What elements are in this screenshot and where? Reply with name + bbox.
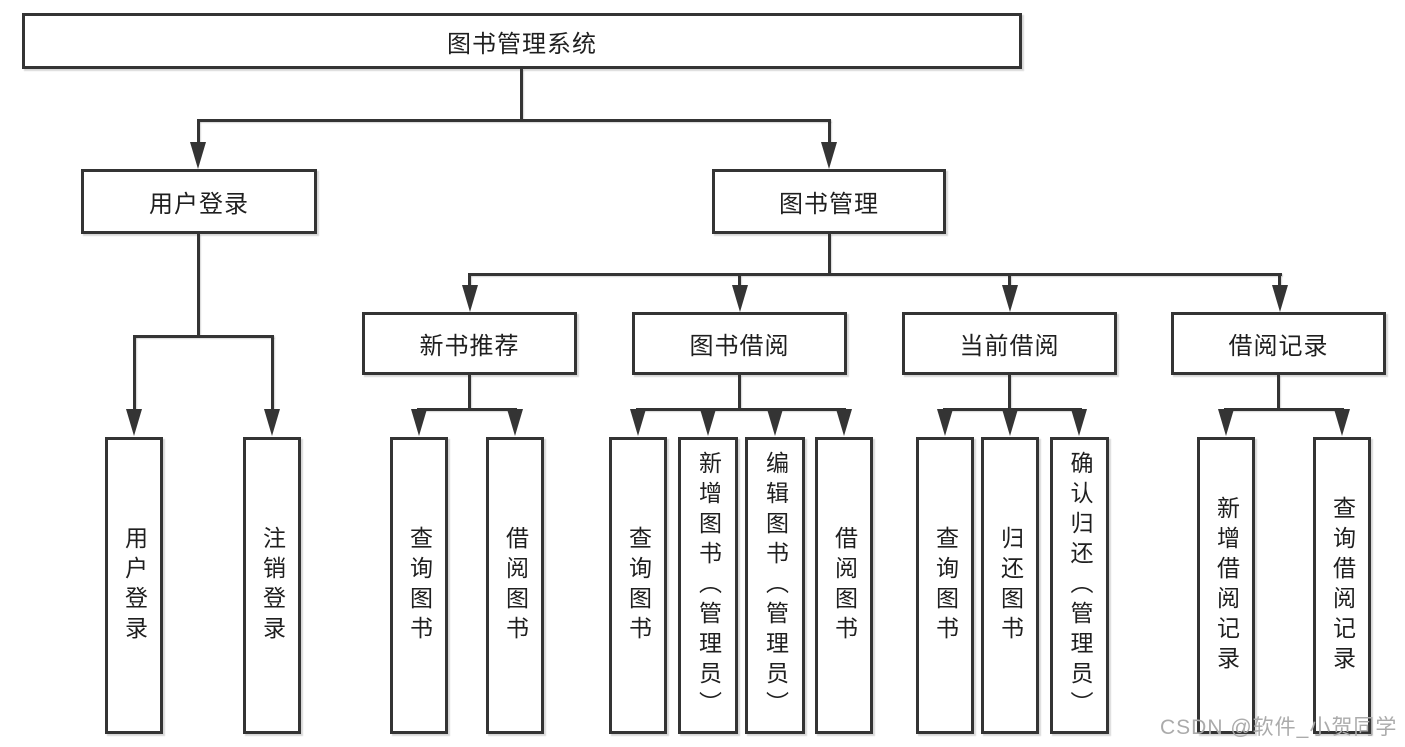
leaf-label: 新增图书（管理员） [695,450,722,721]
leaf-node-edit-book-admin: 编辑图书（管理员） [745,437,805,734]
node-library-management-system: 图书管理系统 [22,13,1022,69]
leaf-node-borrow-books: 借阅图书 [815,437,873,734]
leaf-label: 查询图书 [932,525,959,646]
arrow-down-icon [1071,409,1087,436]
leaf-label: 借阅图书 [502,525,529,646]
leaf-node-add-book-admin: 新增图书（管理员） [678,437,738,734]
connector-line [271,337,274,411]
arrow-down-icon [836,409,852,436]
connector-line [197,119,831,122]
connector-line [1008,375,1011,408]
arrow-down-icon [1002,285,1018,312]
connector-line [468,273,1282,276]
connector-line [738,375,741,408]
node-new-book-recommend: 新书推荐 [362,312,577,375]
csdn-watermark: CSDN @软件_小贺同学 [1160,716,1398,739]
leaf-node-borrow-books: 借阅图书 [486,437,544,734]
leaf-node-return-books: 归还图书 [981,437,1039,734]
node-user-login: 用户登录 [81,169,317,234]
leaf-node-query-books: 查询图书 [916,437,974,734]
node-book-management: 图书管理 [712,169,946,234]
arrow-down-icon [1218,409,1234,436]
arrow-down-icon [1272,285,1288,312]
arrow-down-icon [821,142,837,169]
arrow-down-icon [1334,409,1350,436]
connector-line [197,121,200,147]
leaf-node-user-login: 用户登录 [105,437,163,734]
leaf-label: 确认归还（管理员） [1067,450,1093,721]
connector-line [1277,375,1280,408]
leaf-label: 查询借阅记录 [1329,495,1356,676]
leaf-label: 新增借阅记录 [1213,495,1240,676]
arrow-down-icon [630,409,646,436]
connector-line [133,335,274,338]
leaf-label: 查询图书 [406,525,433,646]
leaf-label: 借阅图书 [831,525,858,646]
arrow-down-icon [1002,409,1018,436]
connector-line [1224,408,1344,411]
connector-line [197,234,200,335]
leaf-label: 编辑图书（管理员） [762,450,789,721]
connector-line [133,337,136,411]
node-borrowing-records: 借阅记录 [1171,312,1386,375]
arrow-down-icon [264,409,280,436]
leaf-node-query-books: 查询图书 [390,437,448,734]
node-book-borrowing: 图书借阅 [632,312,847,375]
arrow-down-icon [937,409,953,436]
leaf-label: 归还图书 [997,525,1024,646]
leaf-node-query-borrow-record: 查询借阅记录 [1313,437,1371,734]
leaf-node-query-books: 查询图书 [609,437,667,734]
arrow-down-icon [700,409,716,436]
leaf-label: 用户登录 [121,525,148,646]
arrow-down-icon [190,142,206,169]
leaf-label: 查询图书 [625,525,652,646]
connector-line [828,234,831,273]
arrow-down-icon [732,285,748,312]
connector-line [520,69,523,120]
arrow-down-icon [411,409,427,436]
connector-line [1278,275,1281,287]
connector-line [1008,275,1011,287]
arrow-down-icon [767,409,783,436]
connector-line [468,375,471,408]
leaf-node-confirm-return-admin: 确认归还（管理员） [1050,437,1109,734]
connector-line [417,408,517,411]
arrow-down-icon [462,285,478,312]
leaf-label: 注销登录 [259,525,286,646]
leaf-node-add-borrow-record: 新增借阅记录 [1197,437,1255,734]
node-current-borrowing: 当前借阅 [902,312,1117,375]
leaf-node-logout: 注销登录 [243,437,301,734]
arrow-down-icon [507,409,523,436]
connector-line [636,408,846,411]
connector-line [468,275,471,287]
connector-line [738,275,741,287]
arrow-down-icon [126,409,142,436]
connector-line [828,121,831,147]
